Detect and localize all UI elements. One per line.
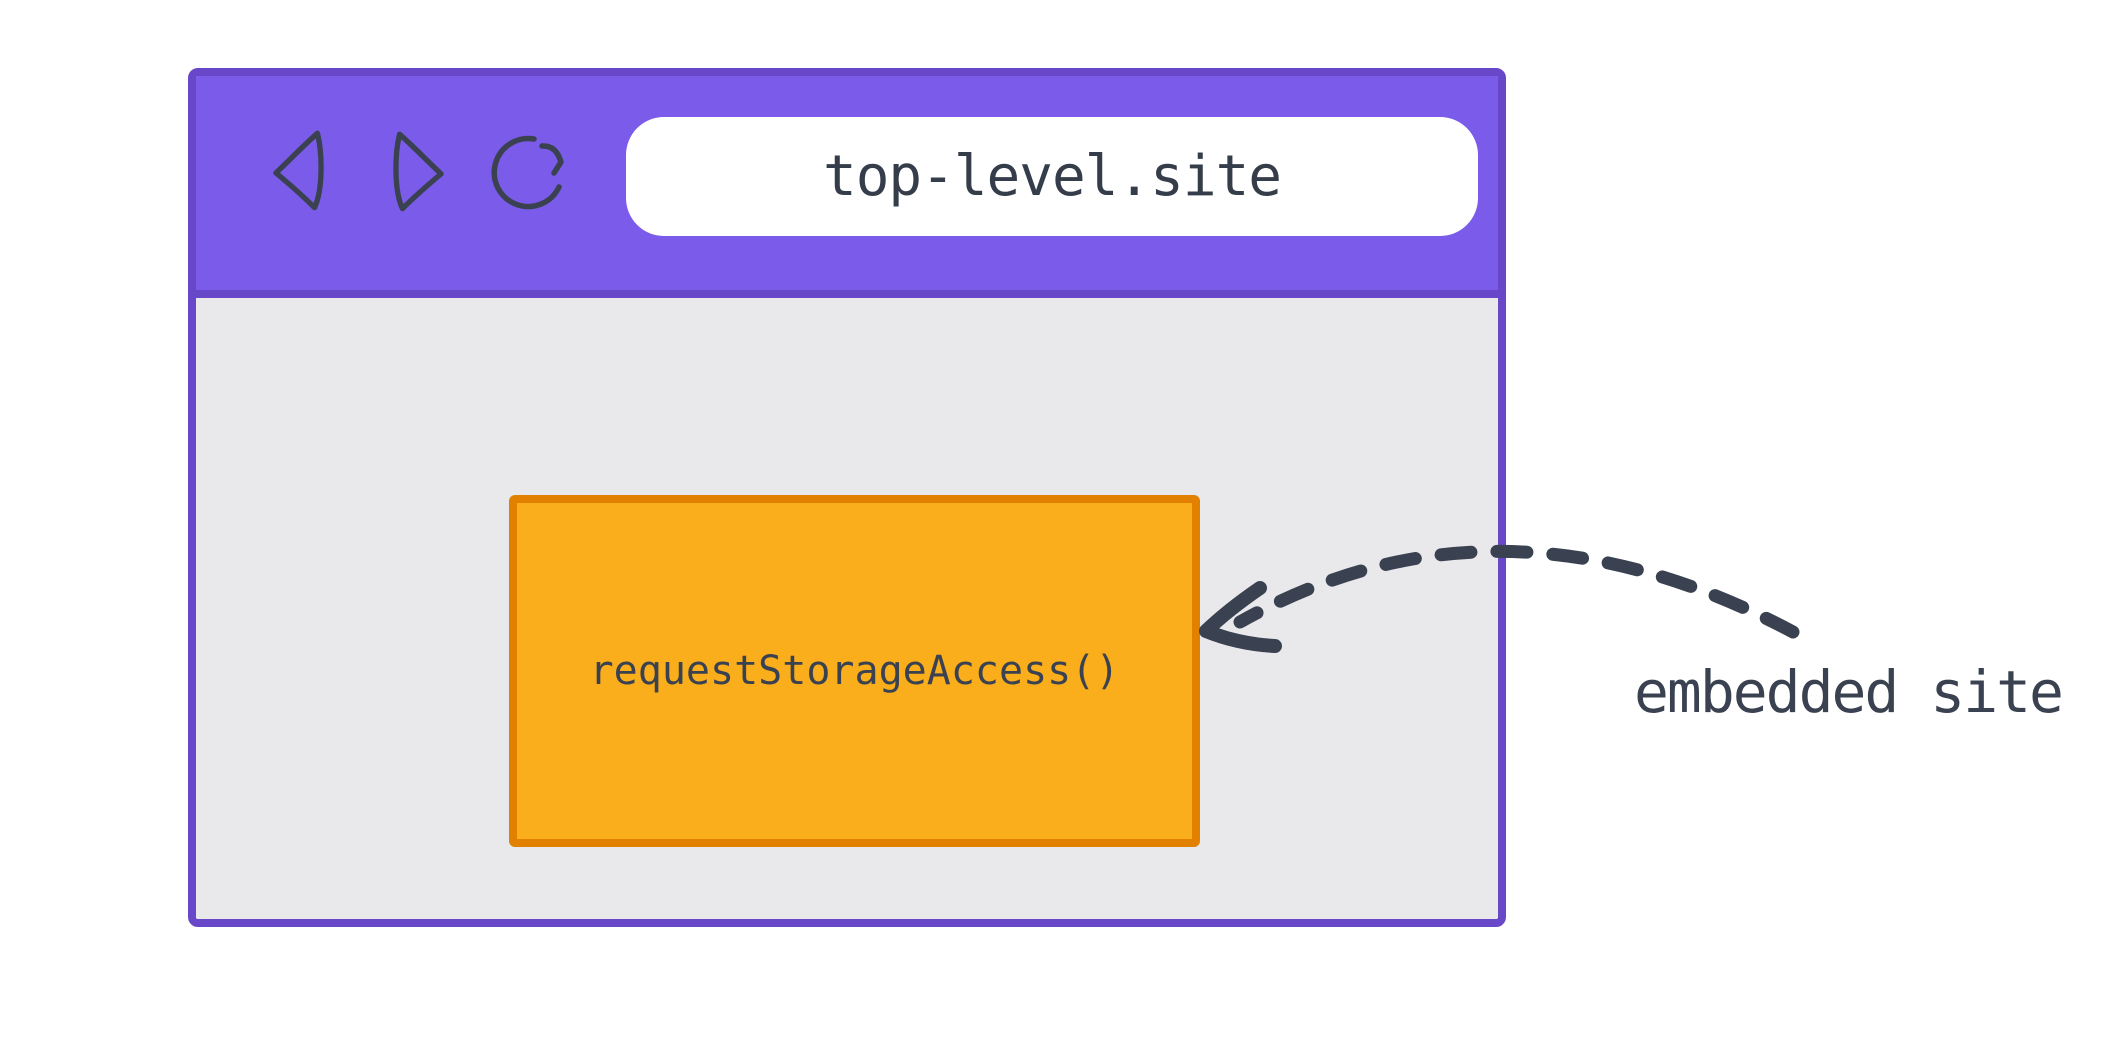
- forward-icon: [393, 131, 444, 212]
- browser-toolbar: top-level.site: [196, 76, 1498, 298]
- embedded-site-label: embedded site: [1634, 658, 2064, 726]
- reload-icon: [491, 135, 564, 210]
- browser-window: top-level.site requestStorageAccess(): [188, 68, 1506, 927]
- back-icon: [273, 130, 324, 211]
- embedded-frame-label: requestStorageAccess(): [589, 648, 1120, 694]
- url-bar: top-level.site: [626, 117, 1478, 236]
- browser-viewport: requestStorageAccess(): [196, 298, 1498, 919]
- embedded-iframe: requestStorageAccess(): [509, 495, 1200, 847]
- url-text: top-level.site: [822, 144, 1282, 209]
